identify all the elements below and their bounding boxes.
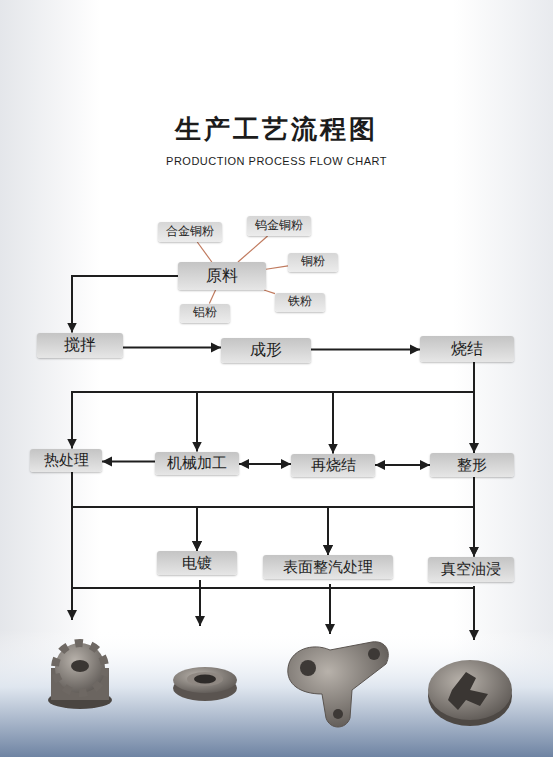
box-label: 成形 <box>250 341 282 359</box>
process-box: 再烧结 <box>291 454 375 477</box>
box-label: 烧结 <box>451 340 483 358</box>
flow-arrow <box>311 349 420 351</box>
box-label: 整形 <box>457 456 487 473</box>
box-label: 铝粉 <box>193 306 217 320</box>
box-label: 铜粉 <box>301 255 325 269</box>
output-arrow <box>473 586 475 640</box>
flow-arrow <box>473 362 475 453</box>
flow-arrow <box>72 472 197 552</box>
material-link <box>197 242 212 262</box>
output-lines <box>72 507 474 640</box>
flow-arrow <box>123 347 221 349</box>
box-label: 真空油浸 <box>441 560 501 577</box>
output-arrow <box>199 580 201 626</box>
flow-arrow <box>102 461 155 463</box>
material-link <box>209 290 215 304</box>
box-label: 合金铜粉 <box>166 225 214 239</box>
flow-arrow <box>197 362 474 452</box>
process-box: 整形 <box>430 453 514 477</box>
process-box: 真空油浸 <box>428 557 514 582</box>
process-box: 成形 <box>221 338 311 363</box>
output-arrow <box>329 584 331 634</box>
box-label: 钨金铜粉 <box>255 219 303 233</box>
material-box: 铁粉 <box>275 293 325 312</box>
material-link <box>264 290 275 294</box>
material-box: 合金铜粉 <box>158 222 222 242</box>
flow-arrow <box>72 362 474 449</box>
floor-glow <box>0 630 553 757</box>
output-arrow <box>71 507 73 620</box>
flow-arrow <box>328 477 474 555</box>
box-label: 铁粉 <box>288 295 312 309</box>
process-box: 电镀 <box>157 551 237 575</box>
flow-arrow <box>239 463 291 465</box>
flow-arrow <box>72 472 328 556</box>
material-box: 铝粉 <box>180 304 230 323</box>
bracket-part <box>288 642 389 727</box>
process-box: 原料 <box>178 262 266 290</box>
box-label: 搅拌 <box>64 336 96 354</box>
material-link <box>238 236 268 262</box>
process-box: 表面整汽处理 <box>263 555 393 579</box>
box-label: 表面整汽处理 <box>283 558 373 575</box>
flow-arrow <box>375 464 430 466</box>
flow-arrow <box>72 472 474 557</box>
process-box: 机械加工 <box>155 452 239 475</box>
process-box: 热处理 <box>30 449 102 472</box>
chart-title: 生产工艺流程图 <box>0 112 553 147</box>
flange-bearing-part <box>173 667 237 701</box>
box-label: 再烧结 <box>311 456 356 473</box>
box-label: 原料 <box>206 267 238 285</box>
slotted-disc-part <box>428 660 512 726</box>
material-link <box>266 266 288 269</box>
material-box: 钨金铜粉 <box>247 216 311 236</box>
gear-part <box>48 643 112 709</box>
box-label: 机械加工 <box>167 454 227 471</box>
flow-arrow <box>72 276 178 333</box>
flow-arrow <box>473 477 475 557</box>
flow-arrow <box>333 362 474 454</box>
box-label: 电镀 <box>182 554 212 571</box>
flow-arrow <box>197 477 474 551</box>
box-label: 热处理 <box>44 451 89 468</box>
chart-subtitle: PRODUCTION PROCESS FLOW CHART <box>0 155 553 167</box>
material-box: 铜粉 <box>288 253 338 272</box>
process-box: 搅拌 <box>37 333 123 358</box>
process-box: 烧结 <box>420 336 514 362</box>
output-bus <box>72 587 474 589</box>
